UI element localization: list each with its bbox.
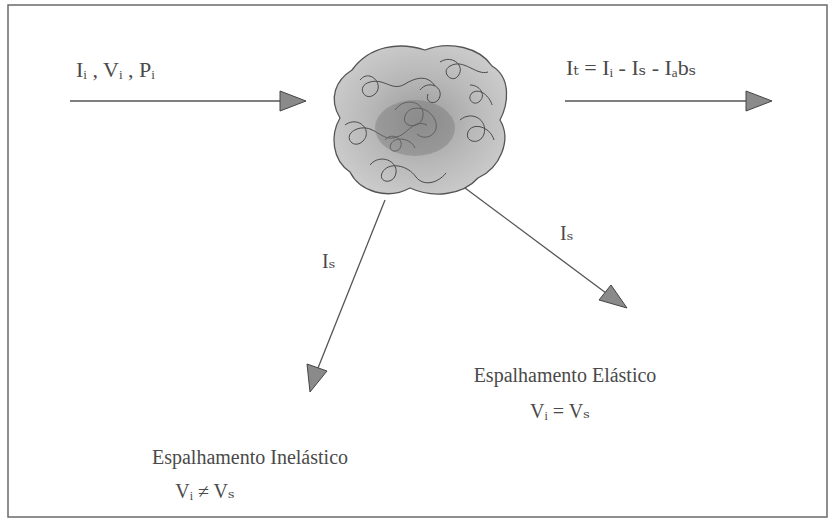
arrow-head <box>599 285 627 308</box>
incident-label: Iᵢ , Vᵢ , Pᵢ <box>76 58 155 82</box>
frequency-relation: Vᵢ ≠ Vₛ <box>175 480 235 502</box>
frame <box>8 5 827 517</box>
transmitted-beam <box>565 100 748 102</box>
scattered-beam <box>318 200 385 368</box>
sample-blob <box>334 46 507 194</box>
scattered-beam <box>465 188 606 293</box>
arrow-head <box>307 364 327 392</box>
polymer-chains <box>345 59 494 182</box>
transmitted-label: Iₜ = Iᵢ - Iₛ - Iₐbₛ <box>566 56 696 80</box>
scattered-intensity: Iₛ <box>322 250 335 272</box>
incident-beam <box>70 100 282 102</box>
frequency-relation: Vᵢ = Vₛ <box>530 400 590 422</box>
arrow-head <box>280 91 306 111</box>
arrow-head <box>746 91 772 111</box>
process-name: Espalhamento Elástico <box>474 364 657 386</box>
dense-core <box>375 100 455 156</box>
scattered-intensity: Iₛ <box>560 222 573 244</box>
process-name: Espalhamento Inelástico <box>152 446 348 468</box>
